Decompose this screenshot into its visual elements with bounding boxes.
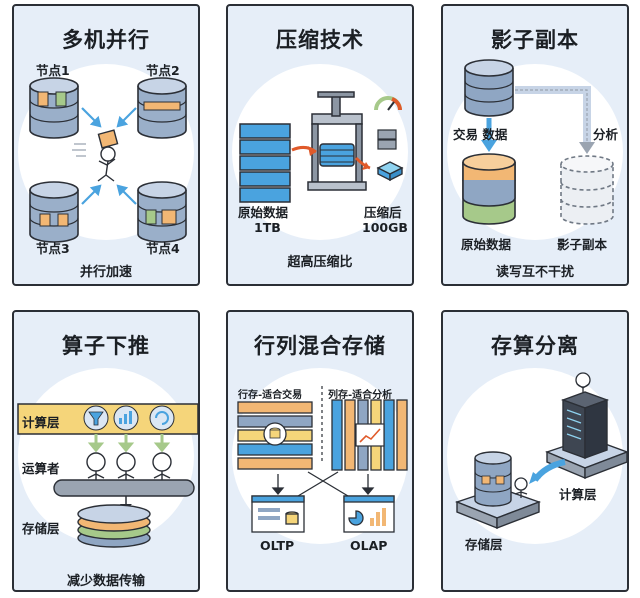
worker-figure xyxy=(514,477,528,498)
source-db-cylinder xyxy=(464,59,514,117)
panel-footer: 并行加速 xyxy=(79,265,132,280)
raw-data-stack xyxy=(239,123,291,203)
panel-footer: 减少数据传输 xyxy=(66,574,145,589)
operator-label: 运算者 xyxy=(22,461,60,476)
olap-window xyxy=(343,495,395,533)
refresh-icon xyxy=(149,405,175,431)
node-2-cylinder xyxy=(137,77,187,139)
panel-compression: 压缩技术 xyxy=(226,4,414,286)
storage-layer-label: 存储层 xyxy=(465,537,503,552)
panel-hybrid: 行列混合存储 xyxy=(226,310,414,592)
operator-figures xyxy=(86,452,172,481)
separation-illustration xyxy=(454,372,627,530)
cross-arrows xyxy=(271,471,375,497)
down-arrows xyxy=(87,434,171,453)
hybrid-illustration xyxy=(237,386,408,533)
column-store-label: 列存-适合分析 xyxy=(328,390,393,401)
raw-data-size: 1TB xyxy=(254,220,281,235)
panel-footer: 超高压缩比 xyxy=(287,255,353,270)
original-db-cylinder xyxy=(462,153,516,225)
parallel-illustration xyxy=(29,77,187,243)
storage-layer-label: 存储层 xyxy=(22,521,60,536)
analysis-label: 分析 xyxy=(593,127,619,142)
compressed-size: 100GB xyxy=(362,220,408,235)
panel-parallel: 多机并行 节点1 节点2 节点3 节点4 并行加速 xyxy=(12,4,200,286)
compute-layer-label: 计算层 xyxy=(22,415,60,430)
node-3-cylinder xyxy=(29,181,79,243)
olap-label: OLAP xyxy=(350,538,388,553)
filter-icon xyxy=(83,405,109,431)
panel-pushdown: 算子下推 计算层 运算者 存储层 减少数据传输 xyxy=(12,310,200,592)
panel-title: 行列混合存储 xyxy=(254,334,386,358)
oltp-window xyxy=(251,495,305,533)
node-1-label: 节点1 xyxy=(36,63,70,78)
panel-footer: 读写互不干扰 xyxy=(495,265,574,280)
panel-title: 影子副本 xyxy=(491,28,579,52)
gauge-icon xyxy=(374,96,402,111)
oltp-label: OLTP xyxy=(260,538,295,553)
node-2-label: 节点2 xyxy=(146,63,180,78)
pushdown-illustration xyxy=(17,403,198,548)
runner-figure xyxy=(72,129,119,182)
panel-title: 存算分离 xyxy=(491,334,579,358)
compression-illustration xyxy=(239,91,404,203)
replication-arrow xyxy=(515,86,591,146)
database-icon xyxy=(263,422,287,446)
panel-title: 算子下推 xyxy=(62,334,150,358)
press-machine xyxy=(307,91,367,191)
trade-data-label: 交易 数据 xyxy=(453,127,508,142)
storage-disk-stack xyxy=(77,504,151,548)
compressed-label: 压缩后 xyxy=(364,205,402,220)
panel-shadow: 影子副本 交易 数据 分析 原始数据 影子副本 读写互不干扰 xyxy=(441,4,629,286)
node-4-cylinder xyxy=(137,181,187,243)
node-1-cylinder xyxy=(29,77,79,139)
original-data-label: 原始数据 xyxy=(461,237,512,252)
raw-data-label: 原始数据 xyxy=(238,205,289,220)
storage-cylinder xyxy=(474,451,512,507)
node-3-label: 节点3 xyxy=(36,241,70,256)
node-4-label: 节点4 xyxy=(146,241,180,256)
compute-layer-label: 计算层 xyxy=(559,487,597,502)
replica-label: 影子副本 xyxy=(557,237,608,252)
bar-chart-icon xyxy=(113,405,139,431)
replica-db-cylinder xyxy=(560,155,614,225)
panel-separation: 存算分离 xyxy=(441,310,629,592)
shadow-illustration xyxy=(462,59,614,225)
person-figure xyxy=(575,372,591,393)
data-pipe xyxy=(53,479,195,497)
panel-title: 压缩技术 xyxy=(276,28,364,52)
row-store-label: 行存-适合交易 xyxy=(238,390,303,401)
cube-stack-icon xyxy=(377,129,397,150)
panel-title: 多机并行 xyxy=(62,28,150,52)
server-icon xyxy=(560,391,610,459)
compressed-block xyxy=(376,161,404,182)
arrows xyxy=(81,107,137,205)
trend-chart-icon xyxy=(355,423,385,447)
